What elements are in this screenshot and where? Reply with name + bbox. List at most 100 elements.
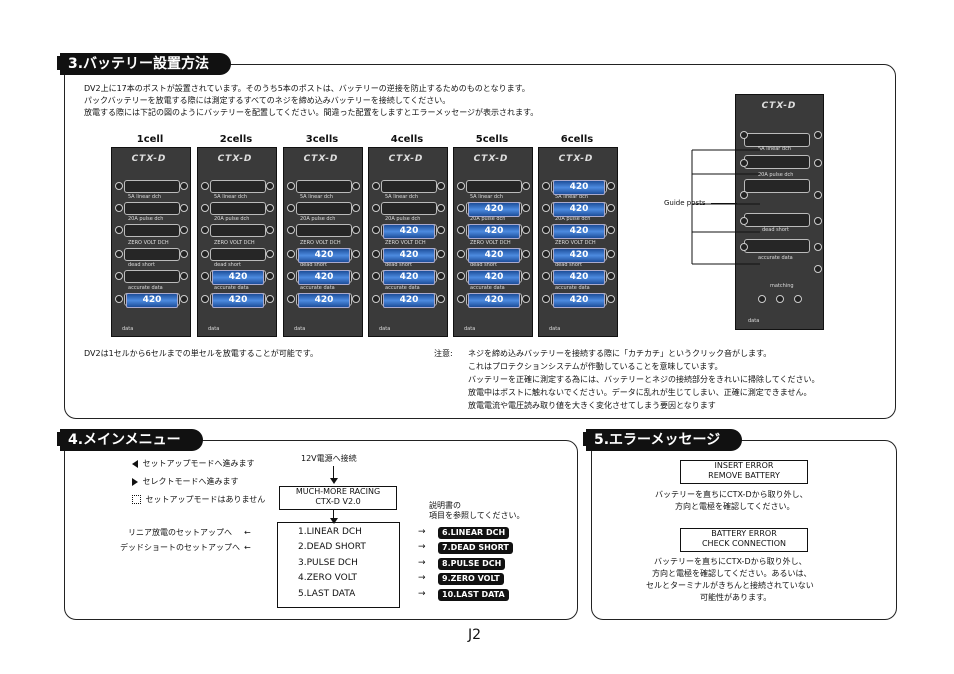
- device-post: [115, 226, 123, 234]
- ref-post: [740, 217, 748, 225]
- battery-cell: 420: [468, 293, 520, 308]
- device-post: [522, 272, 530, 280]
- device-label-dead: dead short: [385, 262, 412, 268]
- device-post: [180, 295, 188, 303]
- device-post: [372, 295, 380, 303]
- device-label-dead: dead short: [214, 262, 241, 268]
- device-logo: CTX-D: [473, 154, 509, 164]
- battery-error-desc-4: 可能性があります。: [700, 593, 772, 602]
- menu-item[interactable]: 4.ZERO VOLT: [298, 573, 357, 583]
- legend-select-label: セレクトモードへ進みます: [142, 477, 239, 486]
- battery-cell: 420: [553, 202, 605, 217]
- ref-post: [740, 191, 748, 199]
- menu-item[interactable]: 2.DEAD SHORT: [298, 542, 366, 552]
- battery-error-desc-2: 方向と電極を確認してください。あるいは、: [652, 569, 812, 578]
- ref-label-matching: matching: [770, 283, 794, 289]
- device-post: [201, 226, 209, 234]
- device-post: [607, 250, 615, 258]
- device-label-zero: ZERO VOLT DCH: [470, 240, 511, 246]
- device-post: [180, 204, 188, 212]
- device-label-zero: ZERO VOLT DCH: [214, 240, 255, 246]
- manual-note-1: 説明書の: [429, 501, 461, 510]
- legend-select: セレクトモードへ進みます: [132, 476, 239, 487]
- device-logo: CTX-D: [131, 154, 167, 164]
- device-post: [287, 295, 295, 303]
- menu-item[interactable]: 5.LAST DATA: [298, 589, 356, 599]
- battery-cell: 420: [468, 270, 520, 285]
- startup-line-2: CTX-D V2.0: [315, 497, 361, 506]
- caution-line-1: ネジを締め込みバッテリーを接続する際に「カチカチ」というクリック音がします。: [468, 349, 772, 358]
- device-logo: CTX-D: [388, 154, 424, 164]
- device-logo: CTX-D: [558, 154, 594, 164]
- menu-item[interactable]: 3.PULSE DCH: [298, 558, 358, 568]
- battery-cell: 420: [298, 270, 350, 285]
- device-logo: CTX-D: [217, 154, 253, 164]
- device-label-linear: 5A linear dch: [300, 194, 334, 200]
- cell-header-3: 3cells: [305, 134, 339, 145]
- device-post: [607, 272, 615, 280]
- menu-item[interactable]: 1.LINEAR DCH: [298, 527, 362, 537]
- ref-pill: 8.PULSE DCH: [438, 558, 506, 570]
- legend-none-label: セットアップモードはありません: [145, 495, 266, 504]
- page-number: J2: [468, 627, 482, 643]
- device-post: [542, 204, 550, 212]
- ref-post: [814, 217, 822, 225]
- arrow-down-icon: [333, 466, 334, 480]
- manual-note-2: 項目を参照してください。: [429, 511, 525, 520]
- skip-forward-icon: [132, 477, 138, 486]
- device-slot: [296, 224, 352, 237]
- ref-label-pulse: 20A pulse dch: [758, 172, 794, 178]
- device-label-linear: 5A linear dch: [214, 194, 248, 200]
- left-arrow-2-icon: ←: [244, 543, 251, 552]
- ref-post: [794, 295, 802, 303]
- device-slot: [124, 224, 180, 237]
- section4-title: 4.メインメニュー: [57, 429, 203, 451]
- device-label-dead: dead short: [128, 262, 155, 268]
- legend-setup-label: セットアップモードへ進みます: [142, 459, 255, 468]
- device-post: [372, 226, 380, 234]
- device-post: [180, 226, 188, 234]
- ref-arrow-icon: →: [418, 542, 426, 552]
- device-label-dead: dead short: [300, 262, 327, 268]
- battery-error-desc-1: バッテリーを直ちにCTX-Dから取り外し、: [654, 557, 807, 566]
- device-label-dead: dead short: [470, 262, 497, 268]
- device-label-data: data: [122, 326, 134, 332]
- device-label-data: data: [464, 326, 476, 332]
- device-post: [287, 250, 295, 258]
- insert-error-desc-1: バッテリーを直ちにCTX-Dから取り外し、: [655, 490, 808, 499]
- legend-none: セットアップモードはありません: [132, 494, 265, 505]
- device-label-data: data: [379, 326, 391, 332]
- ref-post: [776, 295, 784, 303]
- device-label-accurate: accurate data: [470, 285, 505, 291]
- device-post: [372, 204, 380, 212]
- device-post: [352, 204, 360, 212]
- device-post: [266, 250, 274, 258]
- ref-pill: 6.LINEAR DCH: [438, 527, 510, 539]
- section5-panel: [591, 440, 897, 620]
- ref-arrow-icon: →: [418, 573, 426, 583]
- device-post: [266, 204, 274, 212]
- device-label-pulse: 20A pulse dch: [470, 216, 506, 222]
- power-label: 12V電源へ接続: [301, 454, 357, 463]
- caution-line-2: これはプロテクションシステムが作動していることを意味しています。: [468, 362, 723, 371]
- insert-error-line-2: REMOVE BATTERY: [708, 471, 780, 480]
- battery-error-desc-3: セルとターミナルがきちんと接続されていない: [646, 581, 814, 590]
- ref-slot-3: [744, 179, 810, 193]
- device-post: [352, 272, 360, 280]
- battery-cell: 420: [383, 248, 435, 263]
- battery-cell: 420: [468, 202, 520, 217]
- device-post: [522, 295, 530, 303]
- ref-post: [740, 159, 748, 167]
- battery-cell: 420: [298, 248, 350, 263]
- device-label-zero: ZERO VOLT DCH: [555, 240, 596, 246]
- device-post: [201, 295, 209, 303]
- battery-cell: 420: [553, 180, 605, 195]
- cell-header-2: 2cells: [219, 134, 253, 145]
- battery-cell: 420: [212, 293, 264, 308]
- device-label-zero: ZERO VOLT DCH: [385, 240, 426, 246]
- left-arrow-1-icon: ←: [244, 528, 251, 537]
- device-post: [115, 295, 123, 303]
